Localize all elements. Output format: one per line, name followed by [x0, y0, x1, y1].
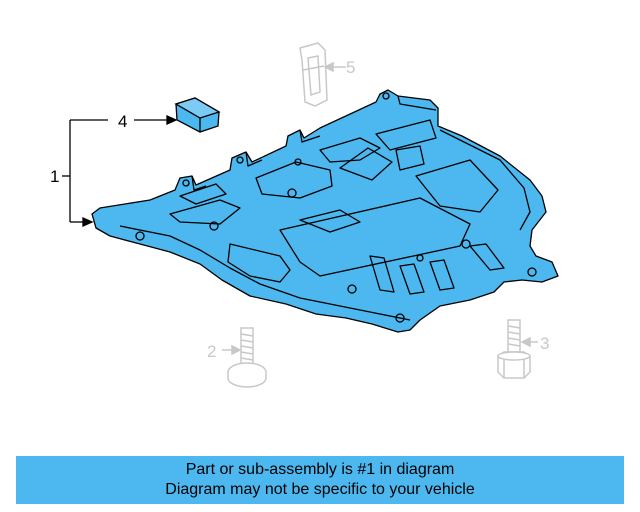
callout-5-number: 5 [346, 58, 355, 77]
callout-3-number: 3 [540, 334, 549, 353]
part-4-cover [174, 97, 221, 133]
callout-1-number: 1 [50, 167, 59, 186]
callout-1-leader [62, 119, 108, 228]
banner-line-2: Diagram may not be specific to your vehi… [165, 481, 475, 498]
callout-4-number: 4 [118, 112, 127, 131]
part-1-splash-shield [91, 89, 559, 333]
callout-2-number: 2 [207, 342, 216, 361]
part-3-bolt [497, 319, 531, 379]
info-banner: Part or sub-assembly is #1 in diagram Di… [16, 456, 624, 504]
callout-3-leader [520, 336, 538, 348]
callout-2-leader [222, 344, 242, 356]
part-5-clip [299, 42, 328, 107]
callout-4-leader [134, 114, 178, 126]
part-2-bolt [227, 327, 267, 388]
banner-line-1: Part or sub-assembly is #1 in diagram [185, 461, 455, 478]
callout-5-leader [323, 61, 346, 73]
